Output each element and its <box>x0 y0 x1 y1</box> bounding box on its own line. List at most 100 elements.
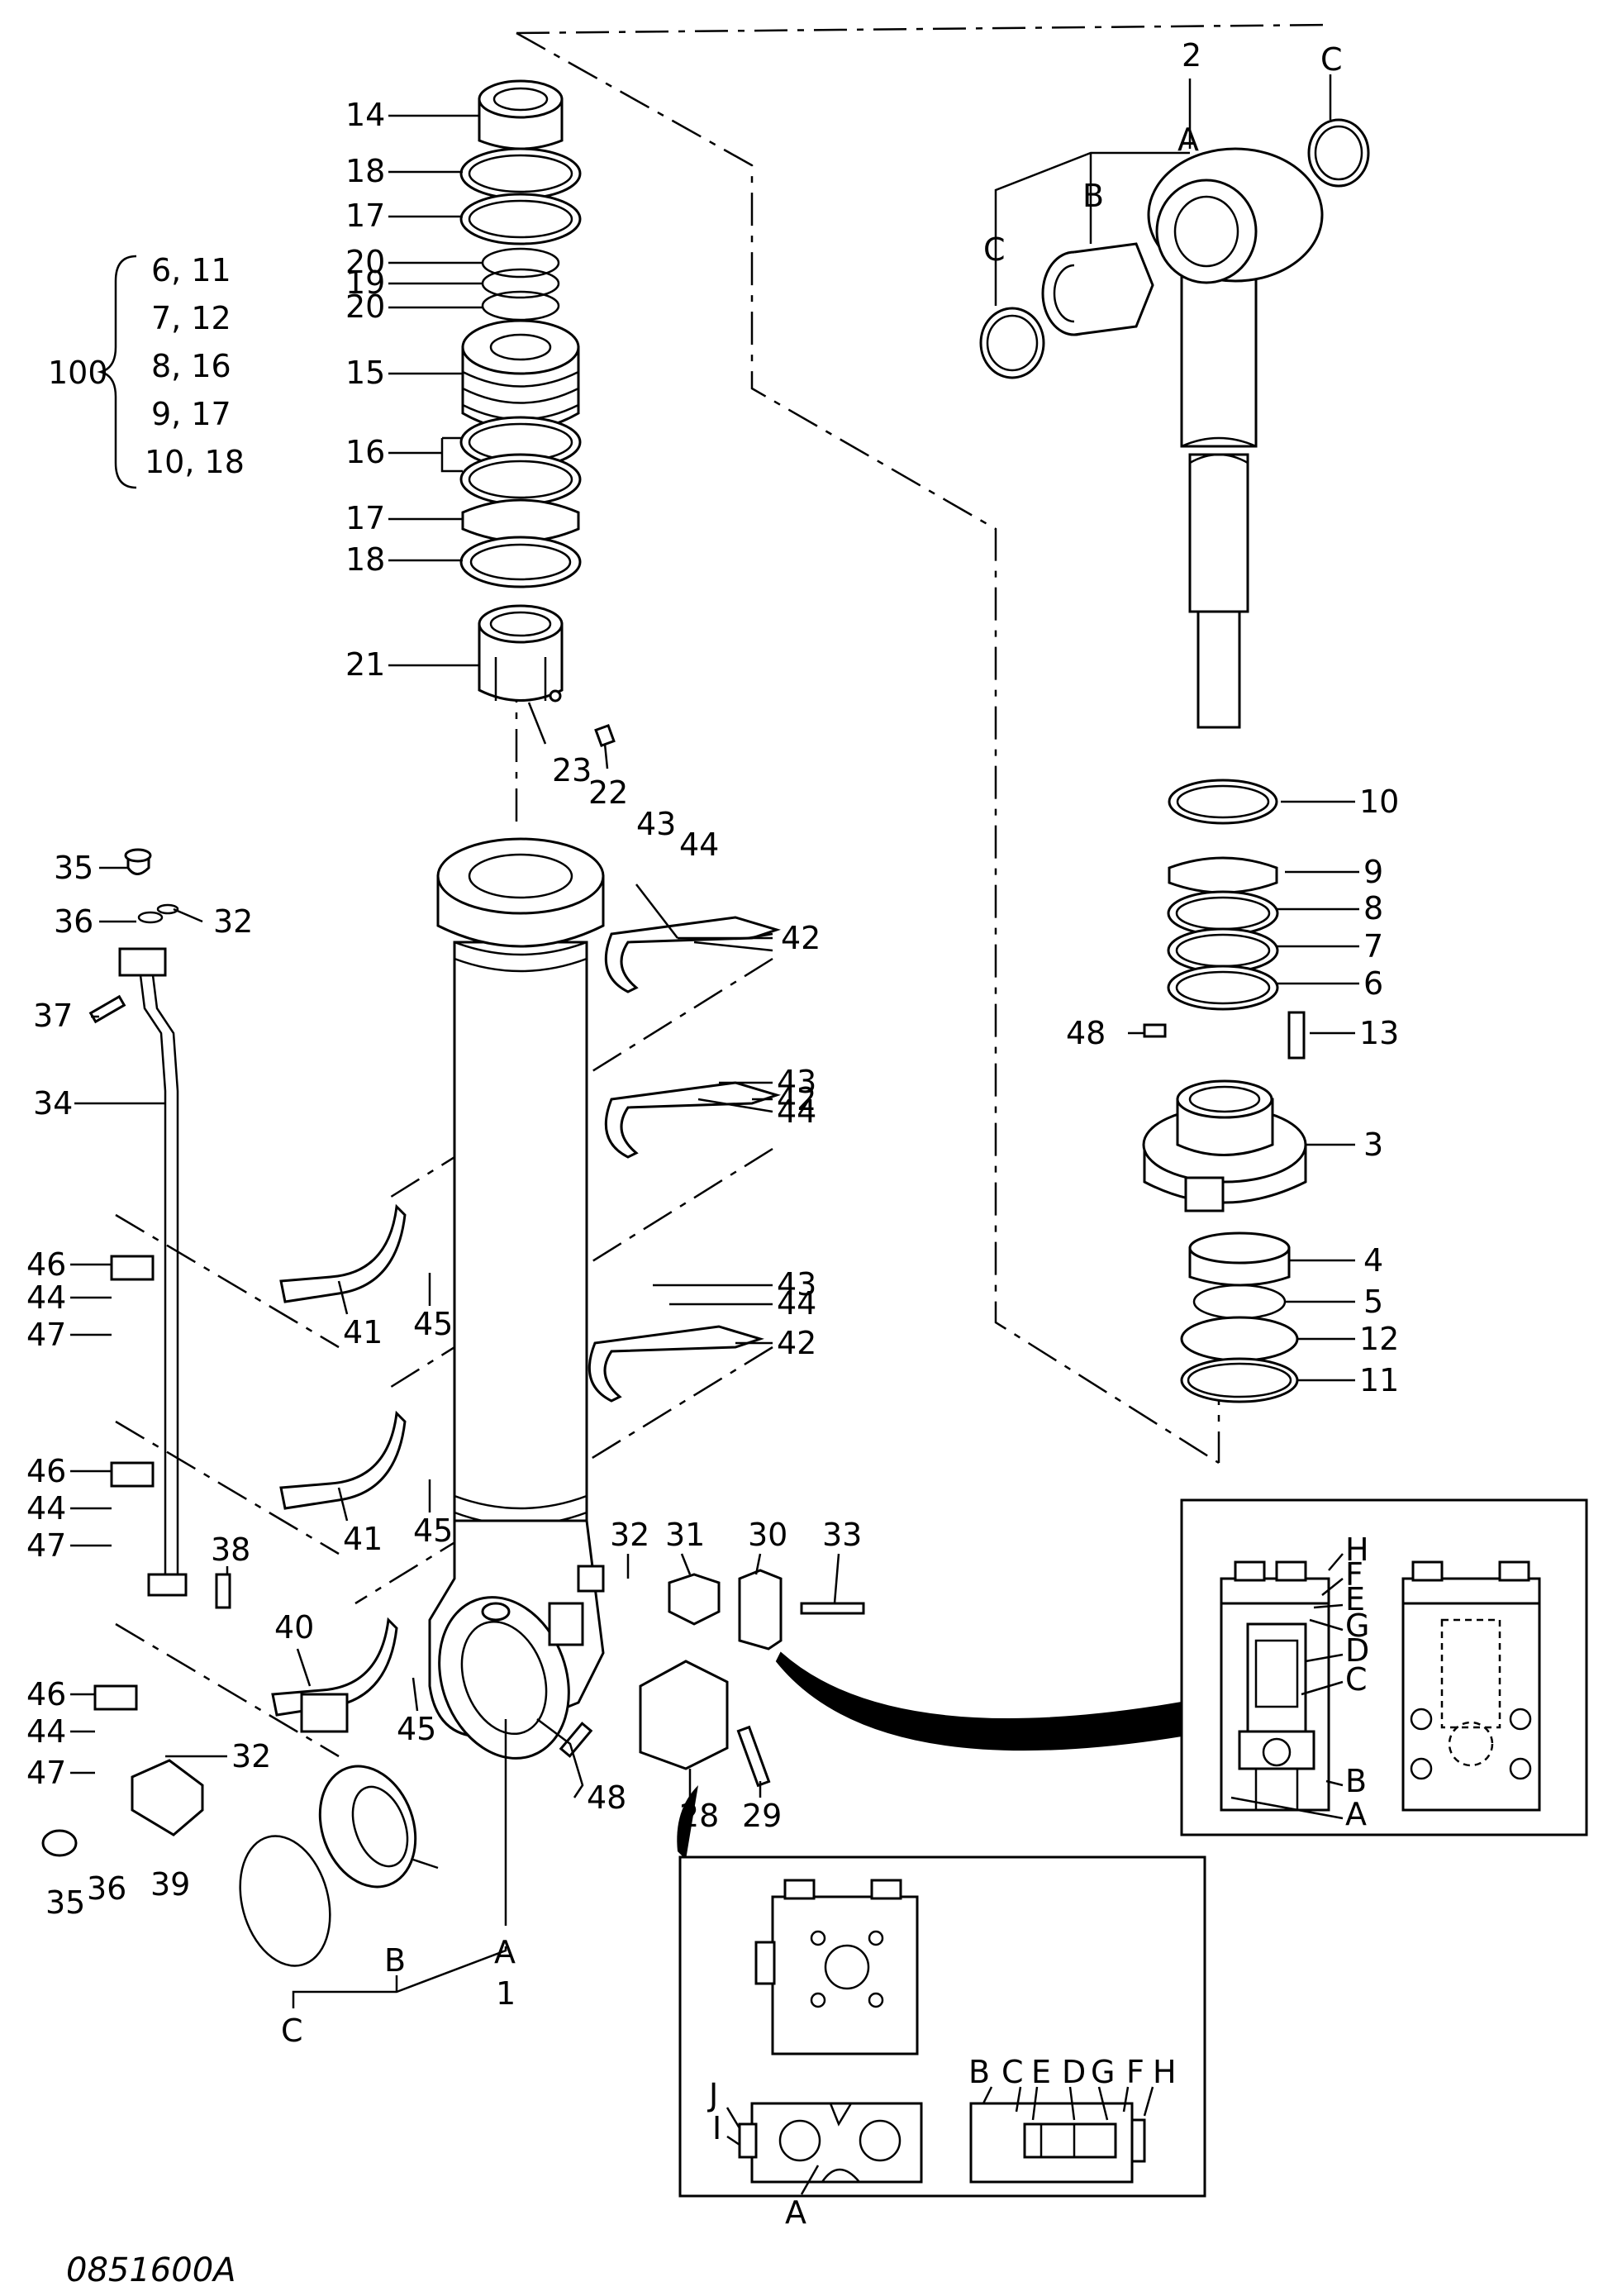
callout: 36 <box>87 1870 126 1907</box>
clamp-part <box>110 1255 155 1281</box>
callout: 11 <box>1359 1362 1399 1398</box>
detail-label: I <box>712 2110 721 2146</box>
block-part <box>668 1573 721 1626</box>
detail-label: C <box>1001 2054 1024 2090</box>
callout: 6 <box>1363 965 1383 1002</box>
callout: 20 <box>345 288 385 325</box>
block-part <box>131 1759 204 1836</box>
rod-assembly <box>979 118 1370 729</box>
ring-part <box>1307 118 1370 188</box>
valve-part <box>738 1569 783 1651</box>
callout: C <box>281 2013 303 2049</box>
detail-view-right: H F E G D C B A <box>1180 1498 1588 1836</box>
callout: 44 <box>26 1713 66 1750</box>
bolt-part <box>800 1602 865 1615</box>
mounting-bands <box>271 916 781 1733</box>
callout: 48 <box>1066 1015 1106 1051</box>
callout: 5 <box>1363 1284 1383 1320</box>
detail-label: G <box>1091 2054 1115 2090</box>
callout: 31 <box>665 1517 705 1553</box>
cylinder-tube <box>428 837 605 1760</box>
ring-part <box>481 290 560 322</box>
callout: 42 <box>777 1081 816 1117</box>
callout: 16 <box>345 434 385 470</box>
ring-part <box>461 498 580 543</box>
ring-part <box>1192 1284 1287 1320</box>
callout: 44 <box>679 826 719 863</box>
callout: 12 <box>1359 1321 1399 1357</box>
callout: 35 <box>45 1884 85 1921</box>
callout: 45 <box>397 1711 436 1747</box>
callout: 40 <box>274 1609 314 1646</box>
callout: 43 <box>636 806 676 842</box>
callout: B <box>1082 178 1104 214</box>
detail-label: E <box>1345 1581 1365 1617</box>
valve-blocks <box>559 1569 865 1788</box>
detail-label: B <box>1345 1763 1367 1799</box>
callout: 19 <box>345 264 385 301</box>
callout: 32 <box>213 903 253 940</box>
callout: 45 <box>413 1512 453 1549</box>
detail-label: A <box>785 2194 806 2231</box>
callout: 7 <box>1363 928 1383 965</box>
callout: 9 <box>1363 854 1383 890</box>
callout: 43 <box>777 1064 816 1100</box>
drawing-id: 0851600A <box>66 2251 236 2289</box>
callout: 13 <box>1359 1015 1399 1051</box>
callout: 14 <box>345 97 385 133</box>
ring-part <box>979 307 1045 379</box>
callout: 17 <box>345 500 385 536</box>
leader-lines <box>70 74 1359 2008</box>
valve-part <box>639 1660 729 1770</box>
kit-number: 100 <box>48 355 108 391</box>
callout: C <box>1320 41 1343 78</box>
callout: 20 <box>345 244 385 280</box>
callout: 35 <box>54 850 93 886</box>
detail-label: B <box>968 2054 990 2090</box>
kit-pair: 8, 16 <box>151 348 231 384</box>
detail-label: A <box>1345 1796 1367 1832</box>
kit-pair: 10, 18 <box>145 444 245 480</box>
ring-part <box>1168 779 1278 825</box>
callout: 28 <box>679 1798 719 1834</box>
clamp-part <box>93 1684 138 1711</box>
bolt-part <box>736 1725 771 1788</box>
detail-label: D <box>1062 2054 1086 2090</box>
detail-label: C <box>1345 1661 1368 1698</box>
callout: 47 <box>26 1527 66 1564</box>
callout: 1 <box>496 1975 516 2012</box>
callout: 47 <box>26 1755 66 1791</box>
callout: 46 <box>26 1676 66 1712</box>
nut-part <box>478 604 564 702</box>
callout: B <box>384 1942 406 1979</box>
callout: 46 <box>26 1453 66 1489</box>
callout: 37 <box>33 998 73 1034</box>
callout: 29 <box>742 1798 782 1834</box>
callout: 36 <box>54 903 93 940</box>
rod-cap-part <box>478 79 564 150</box>
detail-label: E <box>1031 2054 1051 2090</box>
callout: 21 <box>345 646 385 683</box>
callout-labels: 14 18 17 20 19 20 15 16 17 18 21 23 22 2… <box>26 37 1399 2049</box>
callout: 44 <box>777 1285 816 1322</box>
callout: 2 <box>1182 37 1201 74</box>
detail-label: G <box>1345 1608 1369 1644</box>
piston-stack <box>459 79 616 748</box>
callout: 45 <box>413 1306 453 1342</box>
callout: 43 <box>777 1266 816 1303</box>
callout: 10 <box>1359 784 1399 820</box>
detail-label: F <box>1345 1556 1363 1593</box>
callout: 41 <box>343 1314 383 1350</box>
callout: 15 <box>345 355 385 391</box>
detail-label: D <box>1345 1632 1369 1669</box>
clamp-part <box>110 1461 155 1488</box>
grease-fitting-part <box>559 1722 593 1758</box>
callout: 3 <box>1363 1127 1383 1163</box>
callout: 41 <box>343 1521 383 1557</box>
tube-bushing <box>239 1765 417 1967</box>
callout: 17 <box>345 198 385 234</box>
ring-part <box>459 536 582 588</box>
detail-view-bottom: B C E D G F H J I A <box>678 1855 1206 2231</box>
